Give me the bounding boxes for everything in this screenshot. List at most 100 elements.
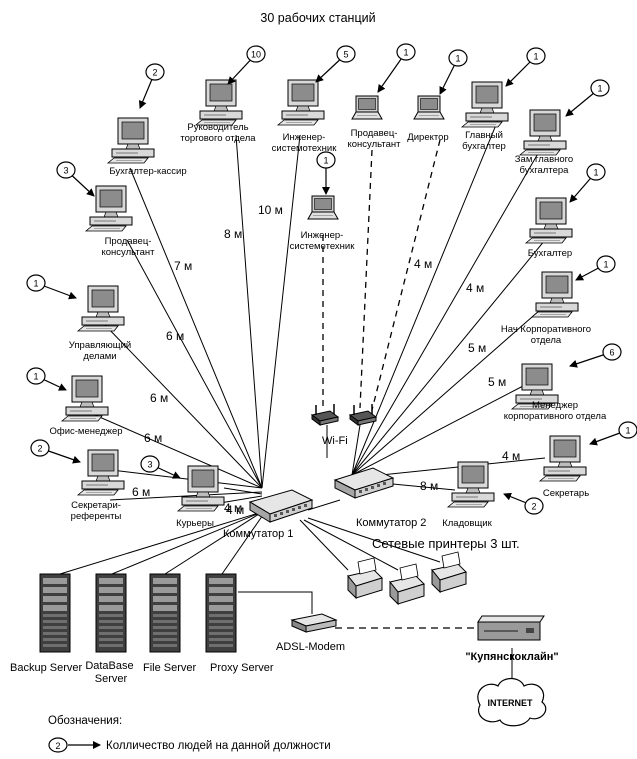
workstation-label: Инженер-системотехник: [272, 132, 338, 154]
wireless-links: [322, 139, 441, 411]
count-value: 3: [147, 460, 152, 470]
desktop-pc-icon: [461, 81, 509, 128]
legend-text: Колличество людей на данной должности: [106, 740, 331, 752]
distance-label: 6 м: [166, 329, 184, 343]
printer-3: [431, 551, 467, 593]
distance-label: 7 м: [174, 259, 192, 273]
server-label-backup: Backup Server: [10, 662, 82, 674]
wifi-access-point-2: [348, 404, 378, 426]
workstation-label: Продавец-консультант: [102, 236, 156, 258]
internet-label: INTERNET: [488, 698, 534, 708]
count-value: 1: [533, 52, 538, 62]
internet-cloud: [477, 677, 547, 727]
count-value: 1: [403, 48, 408, 58]
desktop-pc-icon: [539, 435, 587, 482]
printers-label: Сетевые принтеры 3 шт.: [372, 536, 520, 551]
printer-2: [389, 563, 425, 605]
count-bubble: [590, 79, 610, 97]
wifi-access-point-1: [310, 404, 340, 426]
count-bubble: [596, 255, 616, 273]
laptop-icon: [351, 95, 383, 120]
workstation-label: Продавец-консультант: [348, 128, 402, 150]
backbone-links: [59, 424, 441, 614]
switch-1: [248, 489, 314, 523]
workstation-sekretar: Секретарь 1: [539, 421, 637, 499]
count-bubble: [140, 455, 160, 473]
workstation-sekr-ref: Секретари-референты 2: [30, 439, 125, 522]
count-value: 5: [343, 50, 348, 60]
count-bubble: [26, 367, 46, 385]
desktop-pc-icon: [177, 465, 225, 512]
adsl-modem: [290, 613, 338, 633]
count-value: 1: [625, 426, 630, 436]
distance-label: 6 м: [150, 391, 168, 405]
printer-1: [347, 557, 383, 599]
database-server: [95, 573, 127, 653]
count-bubble: [145, 63, 165, 81]
workstation-label: Курьеры: [176, 518, 214, 529]
workstation-label: Бухгалтер-кассир: [109, 166, 186, 177]
legend-count-bubble: 2: [48, 737, 68, 753]
workstation-label: Директор: [407, 132, 448, 143]
count-value: 1: [597, 84, 602, 94]
count-bubble: [246, 45, 266, 63]
switch1-cables: [87, 134, 301, 504]
count-bubble: [618, 421, 637, 439]
count-value: 3: [63, 166, 68, 176]
workstation-label: Секретарь: [543, 488, 589, 499]
distance-label: 5 м: [488, 375, 506, 389]
distance-label: 8 м: [224, 227, 242, 241]
diagram-title: 30 рабочих станций: [260, 11, 375, 25]
workstation-ing-sys-top: Инженер-системотехник 5: [272, 45, 356, 154]
count-value: 6: [609, 348, 614, 358]
desktop-pc-icon: [447, 461, 495, 508]
count-bubble: [448, 49, 468, 67]
distance-label: 4 м: [226, 503, 244, 517]
workstation-label: Секретари-референты: [71, 500, 122, 522]
desktop-pc-icon: [77, 449, 125, 496]
distance-label: 6 м: [132, 485, 150, 499]
file-server: [149, 573, 181, 653]
distance-label: 5 м: [468, 341, 486, 355]
laptop-icon: [413, 95, 445, 120]
isp-router: [477, 615, 545, 641]
count-value: 2: [37, 444, 42, 454]
desktop-pc-icon: [525, 197, 573, 244]
distance-label: 4 м: [224, 501, 242, 515]
svg-text:2: 2: [55, 741, 60, 751]
distance-label: 4 м: [414, 257, 432, 271]
server-label-database: DataBase Server: [85, 660, 136, 685]
count-bubble: [26, 274, 46, 292]
switch2-cables: [351, 119, 546, 491]
count-bubble: [30, 439, 50, 457]
proxy-server: [205, 573, 237, 653]
workstation-label: Офис-менеджер: [49, 426, 122, 437]
workstation-label: Кладовщик: [442, 518, 492, 529]
distance-label: 10 м: [258, 203, 283, 217]
count-bubble: [602, 343, 622, 361]
server-label-proxy: Proxy Server: [210, 662, 274, 674]
count-value: 1: [593, 168, 598, 178]
count-value: 1: [33, 372, 38, 382]
desktop-pc-icon: [61, 375, 109, 422]
legend-title: Обозначения:: [48, 715, 122, 727]
count-bubble: [336, 45, 356, 63]
desktop-pc-icon: [531, 271, 579, 318]
count-bubble: [586, 163, 606, 181]
count-value: 2: [152, 68, 157, 78]
